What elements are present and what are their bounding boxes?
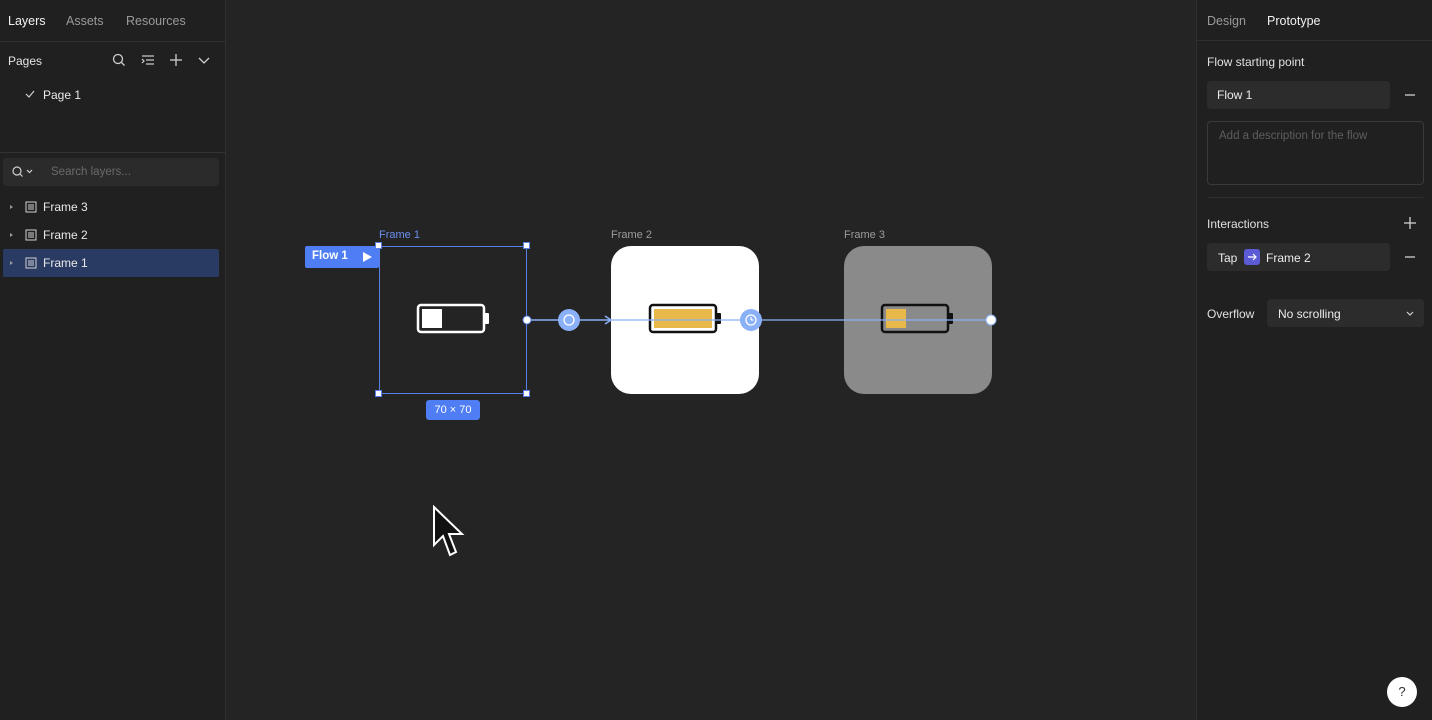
navigate-icon <box>1244 249 1260 265</box>
frame-1-label[interactable]: Frame 1 <box>379 229 420 241</box>
layer-label: Frame 3 <box>43 200 88 214</box>
right-tabs: Design Prototype <box>1197 0 1432 41</box>
search-input[interactable] <box>51 162 211 182</box>
left-tabs: Layers Assets Resources <box>0 0 225 42</box>
add-page-icon[interactable] <box>168 52 184 68</box>
layer-item-frame-2[interactable]: Frame 2 <box>3 221 219 249</box>
resize-handle[interactable] <box>375 390 382 397</box>
play-icon[interactable] <box>363 252 372 262</box>
frame-icon <box>25 229 37 241</box>
tab-design[interactable]: Design <box>1207 14 1246 28</box>
resize-handle[interactable] <box>523 390 530 397</box>
add-interaction-icon[interactable] <box>1403 216 1417 230</box>
chevron-down-icon <box>1406 311 1414 316</box>
frame-2-label[interactable]: Frame 2 <box>611 229 652 241</box>
frame-icon <box>25 201 37 213</box>
overflow-select[interactable]: No scrolling <box>1267 299 1424 327</box>
frame-2[interactable] <box>611 246 759 394</box>
caret-right-icon[interactable] <box>9 231 15 239</box>
search-icon[interactable] <box>111 52 127 68</box>
flow-start-badge[interactable]: Flow 1 <box>305 246 379 268</box>
divider <box>0 152 225 153</box>
pages-header: Pages <box>0 42 225 80</box>
page-label: Page 1 <box>43 88 82 102</box>
layer-item-frame-1[interactable]: Frame 1 <box>3 249 219 277</box>
layer-label: Frame 2 <box>43 228 88 242</box>
remove-interaction-icon[interactable] <box>1403 250 1417 264</box>
pages-title: Pages <box>8 54 43 68</box>
interaction-item[interactable]: Tap Frame 2 <box>1207 243 1390 271</box>
layers-panel: Layers Assets Resources Pages Page 1 <box>0 0 226 720</box>
frame-icon <box>25 257 37 269</box>
layer-label: Frame 1 <box>43 256 88 270</box>
size-badge: 70 × 70 <box>426 400 480 420</box>
chevron-down-icon[interactable] <box>196 52 212 68</box>
interaction-destination: Frame 2 <box>1266 251 1311 265</box>
flow-section-title: Flow starting point <box>1207 55 1305 69</box>
caret-right-icon[interactable] <box>9 203 15 211</box>
tab-assets[interactable]: Assets <box>66 14 104 28</box>
frame-3[interactable] <box>844 246 992 394</box>
page-item[interactable]: Page 1 <box>0 84 225 106</box>
sort-list-icon[interactable] <box>140 52 156 68</box>
help-button[interactable]: ? <box>1387 677 1417 707</box>
tab-prototype[interactable]: Prototype <box>1267 14 1321 28</box>
overflow-value: No scrolling <box>1278 307 1341 321</box>
overflow-label: Overflow <box>1207 307 1255 321</box>
flow-description-input[interactable] <box>1207 121 1424 185</box>
layer-search <box>3 158 219 186</box>
mouse-cursor-icon <box>433 505 465 557</box>
resize-handle[interactable] <box>375 242 382 249</box>
interaction-trigger: Tap <box>1218 251 1238 265</box>
tab-resources[interactable]: Resources <box>126 14 186 28</box>
caret-right-icon[interactable] <box>9 259 15 267</box>
flow-badge-label: Flow 1 <box>312 250 348 262</box>
flow-name-input[interactable] <box>1207 81 1390 109</box>
tab-layers[interactable]: Layers <box>8 14 46 28</box>
resize-handle[interactable] <box>523 242 530 249</box>
frame-1[interactable] <box>379 246 527 394</box>
frame-3-label[interactable]: Frame 3 <box>844 229 885 241</box>
interactions-title: Interactions <box>1207 217 1270 231</box>
remove-flow-icon[interactable] <box>1403 88 1417 102</box>
divider <box>1207 197 1423 198</box>
search-icon[interactable] <box>11 165 35 179</box>
layer-item-frame-3[interactable]: Frame 3 <box>3 193 219 221</box>
properties-panel: Design Prototype Flow starting point Int… <box>1196 0 1432 720</box>
check-icon <box>25 90 35 98</box>
